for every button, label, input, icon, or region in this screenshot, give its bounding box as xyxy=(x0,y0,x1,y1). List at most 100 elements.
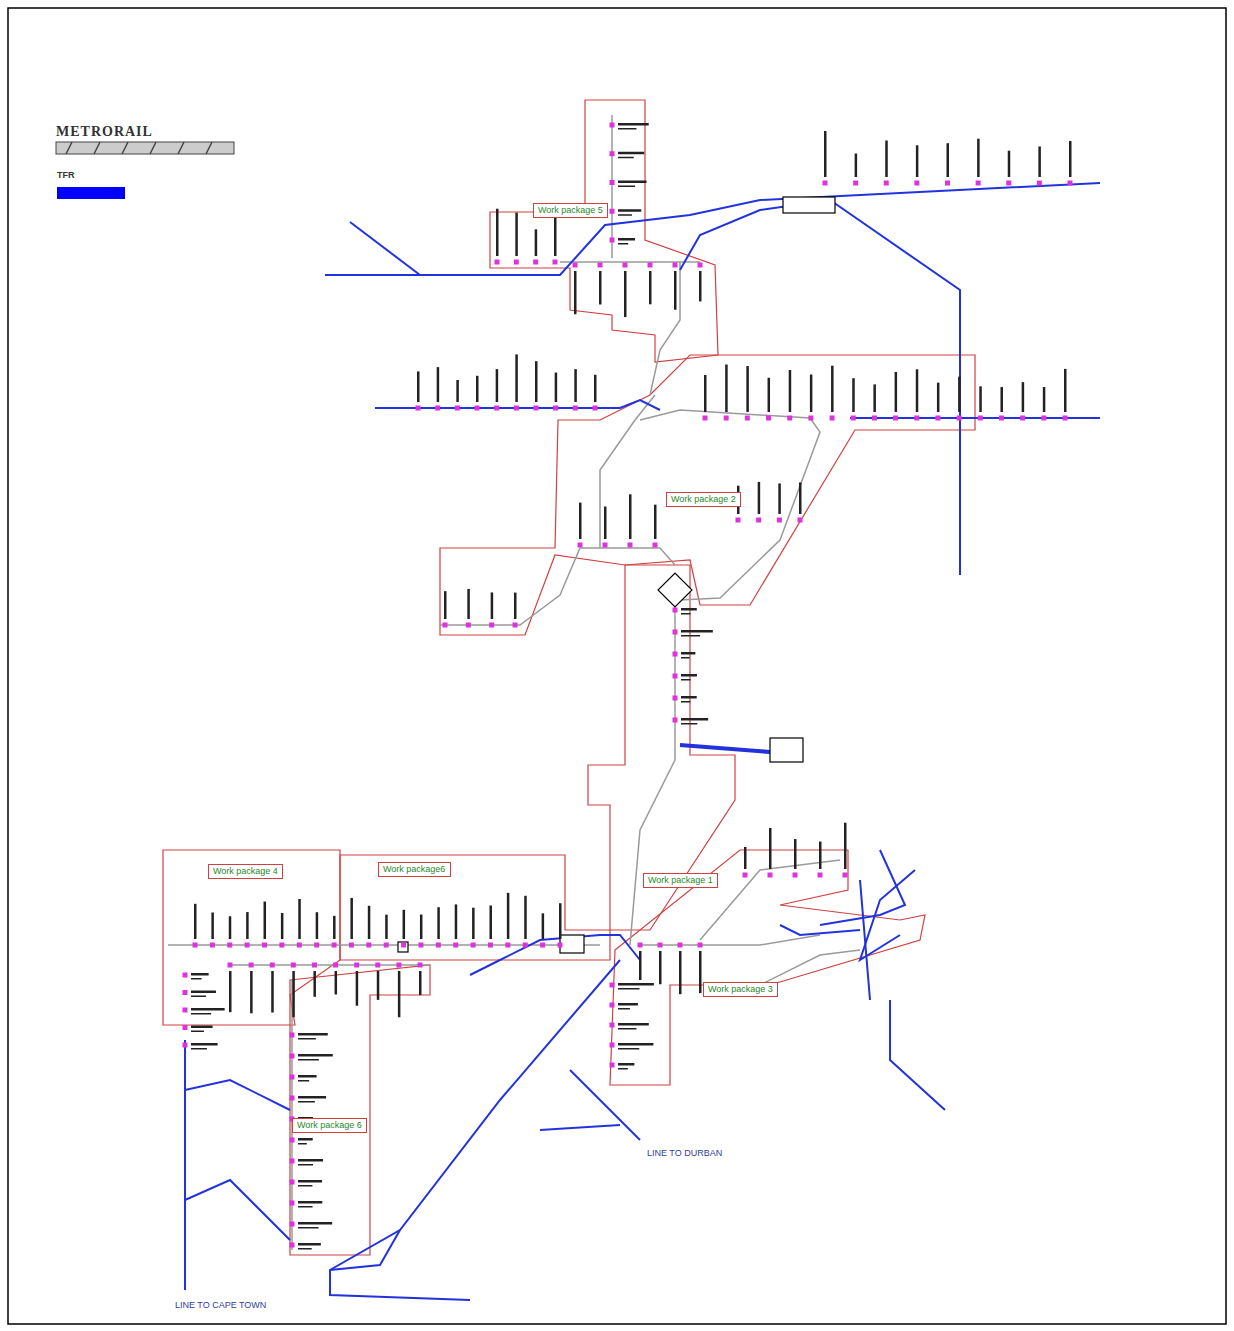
station-name-mark xyxy=(979,386,982,412)
metrorail-line xyxy=(680,418,820,600)
tfr-line xyxy=(680,200,960,575)
station-dot xyxy=(505,943,510,948)
station-name-mark xyxy=(852,378,855,412)
station-name-mark xyxy=(467,589,470,619)
station-dot xyxy=(332,943,337,948)
station-dot xyxy=(766,416,771,421)
tfr-line xyxy=(860,880,870,1000)
station-name-mark xyxy=(211,912,214,939)
station-name-mark xyxy=(437,907,440,939)
package-name: Work package 5 xyxy=(538,205,603,216)
station-dot xyxy=(658,943,663,948)
station-dot xyxy=(1068,181,1073,186)
station-name-mark xyxy=(599,271,602,304)
station-name-mark xyxy=(618,209,641,212)
junction-box xyxy=(658,573,692,607)
station-dot xyxy=(1006,181,1011,186)
station-name-mark xyxy=(618,1063,634,1066)
station-dot xyxy=(558,943,563,948)
station-name-mark xyxy=(618,214,632,216)
work-package-label: Work package 3 xyxy=(703,982,778,997)
station-dot xyxy=(455,406,460,411)
station-name-mark xyxy=(542,913,545,939)
station-name-mark xyxy=(229,916,232,939)
station-dot xyxy=(291,963,296,968)
station-name-mark xyxy=(524,896,527,939)
station-name-mark xyxy=(1008,151,1011,177)
station-name-mark xyxy=(298,1138,313,1141)
station-name-mark xyxy=(681,718,708,721)
station-dot xyxy=(798,518,803,523)
station-dot xyxy=(245,943,250,948)
station-dot xyxy=(489,623,494,628)
station-dot xyxy=(610,1023,615,1028)
station-dot xyxy=(495,260,500,265)
station-dot xyxy=(183,1043,188,1048)
station-name-mark xyxy=(298,1038,316,1040)
metrorail-lines xyxy=(168,115,860,1250)
station-dot xyxy=(290,1201,295,1206)
work-package-label: Work package 1 xyxy=(643,873,718,888)
station-dot xyxy=(514,406,519,411)
metrorail-line xyxy=(700,860,840,940)
station-name-mark xyxy=(958,377,961,412)
junction-box xyxy=(560,935,584,953)
station-name-mark xyxy=(916,145,919,177)
station-name-mark xyxy=(746,366,749,412)
station-name-mark xyxy=(618,238,635,241)
station-dot xyxy=(249,963,254,968)
tfr-line xyxy=(540,1125,620,1130)
map-title: METRORAIL xyxy=(56,124,153,140)
station-dot xyxy=(290,1243,295,1248)
station-name-mark xyxy=(681,652,695,655)
station-dot xyxy=(914,181,919,186)
station-name-mark xyxy=(377,971,380,1000)
station-name-mark xyxy=(298,1080,309,1082)
station-dot xyxy=(312,963,317,968)
package-name: Work package 4 xyxy=(213,866,278,877)
station-name-mark xyxy=(191,996,206,998)
station-name-mark xyxy=(507,893,510,939)
station-dot xyxy=(808,416,813,421)
package-name: Work package 3 xyxy=(708,984,773,995)
station-dot xyxy=(623,263,628,268)
work-package-label: Work package6 xyxy=(378,862,451,877)
station-name-mark xyxy=(514,593,517,619)
station-name-mark xyxy=(496,209,499,256)
station-dot xyxy=(703,416,708,421)
station-name-mark xyxy=(618,1043,653,1046)
station-dot xyxy=(533,260,538,265)
station-dot xyxy=(673,696,678,701)
station-name-mark xyxy=(819,842,822,869)
station-dot xyxy=(314,943,319,948)
package-name: Work package 6 xyxy=(297,1120,362,1131)
tfr-line xyxy=(470,935,640,975)
station-name-mark xyxy=(681,696,697,699)
station-dot xyxy=(648,263,653,268)
station-name-mark xyxy=(333,916,336,939)
package-name: Work package 2 xyxy=(671,494,736,505)
station-dot xyxy=(698,263,703,268)
station-dot xyxy=(210,943,215,948)
tfr-line xyxy=(860,870,915,960)
station-dot xyxy=(673,608,678,613)
station-dot xyxy=(183,990,188,995)
metrorail-line xyxy=(650,262,680,395)
station-dot xyxy=(270,963,275,968)
station-name-mark xyxy=(1069,141,1072,177)
metrorail-line xyxy=(560,261,700,263)
station-name-mark xyxy=(368,906,371,939)
station-name-mark xyxy=(191,1031,204,1033)
station-name-mark xyxy=(298,1159,323,1162)
station-dot xyxy=(724,416,729,421)
station-name-mark xyxy=(1000,387,1003,412)
station-dot xyxy=(578,543,583,548)
station-name-mark xyxy=(699,271,702,301)
station-name-mark xyxy=(618,1028,636,1030)
station-dot xyxy=(736,518,741,523)
station-name-mark xyxy=(725,364,728,412)
station-dot xyxy=(262,943,267,948)
station-name-mark xyxy=(824,131,827,177)
